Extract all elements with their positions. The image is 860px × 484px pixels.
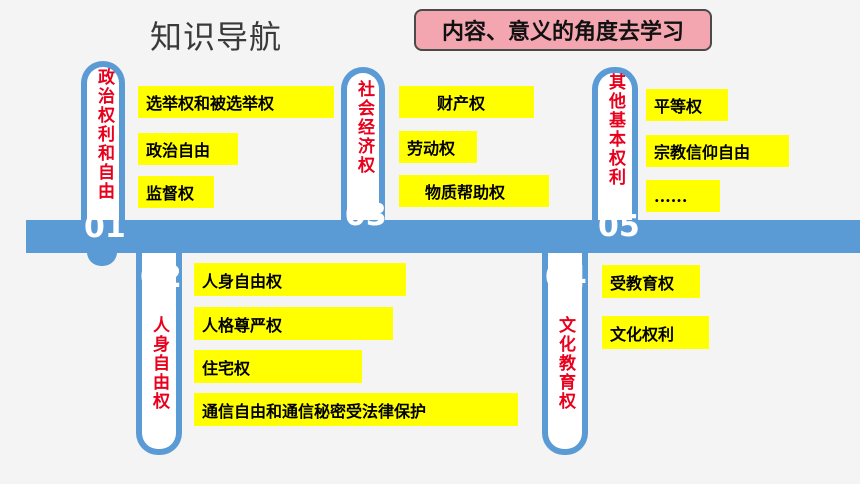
section-03-item: 物质帮助权 [399, 175, 549, 207]
section-01-item: 选举权和被选举权 [138, 86, 334, 118]
timeline-band [26, 220, 860, 253]
section-05-title: 其他基本权利 [605, 73, 625, 187]
section-05-pill [592, 67, 638, 227]
section-05-item: 宗教信仰自由 [646, 135, 789, 167]
section-04-item: 受教育权 [602, 265, 700, 298]
section-04-title: 文化教育权 [555, 316, 575, 411]
section-01-title: 政治权利和自由 [94, 68, 114, 201]
section-02-item: 人格尊严权 [194, 307, 393, 340]
section-03-pill [341, 67, 385, 227]
section-05-item: ...... [646, 180, 720, 212]
section-03-title: 社会经济权 [354, 80, 374, 175]
section-03-item: 财产权 [399, 86, 534, 118]
section-04-number: 04 [545, 260, 587, 295]
timeline-band-hump [87, 252, 117, 266]
section-01-item: 政治自由 [138, 133, 238, 165]
page-title: 知识导航 [150, 18, 283, 56]
section-03-item: 劳动权 [399, 131, 477, 163]
section-03-number: 03 [345, 198, 387, 233]
section-05-item: 平等权 [646, 89, 728, 121]
section-01-item: 监督权 [138, 176, 214, 208]
section-01-pill [81, 61, 125, 227]
section-05-number: 05 [598, 209, 640, 244]
section-02-title: 人身自由权 [149, 316, 169, 411]
section-02-item: 住宅权 [194, 350, 362, 383]
section-04-pill [542, 250, 588, 455]
section-02-number: 02 [140, 260, 182, 295]
section-02-pill [136, 250, 182, 455]
section-02-item: 通信自由和通信秘密受法律保护 [194, 393, 518, 426]
subtitle-box: 内容、意义的角度去学习 [414, 9, 712, 51]
section-02-item: 人身自由权 [194, 263, 406, 296]
section-01-number: 01 [84, 210, 126, 245]
section-04-item: 文化权利 [602, 316, 709, 349]
